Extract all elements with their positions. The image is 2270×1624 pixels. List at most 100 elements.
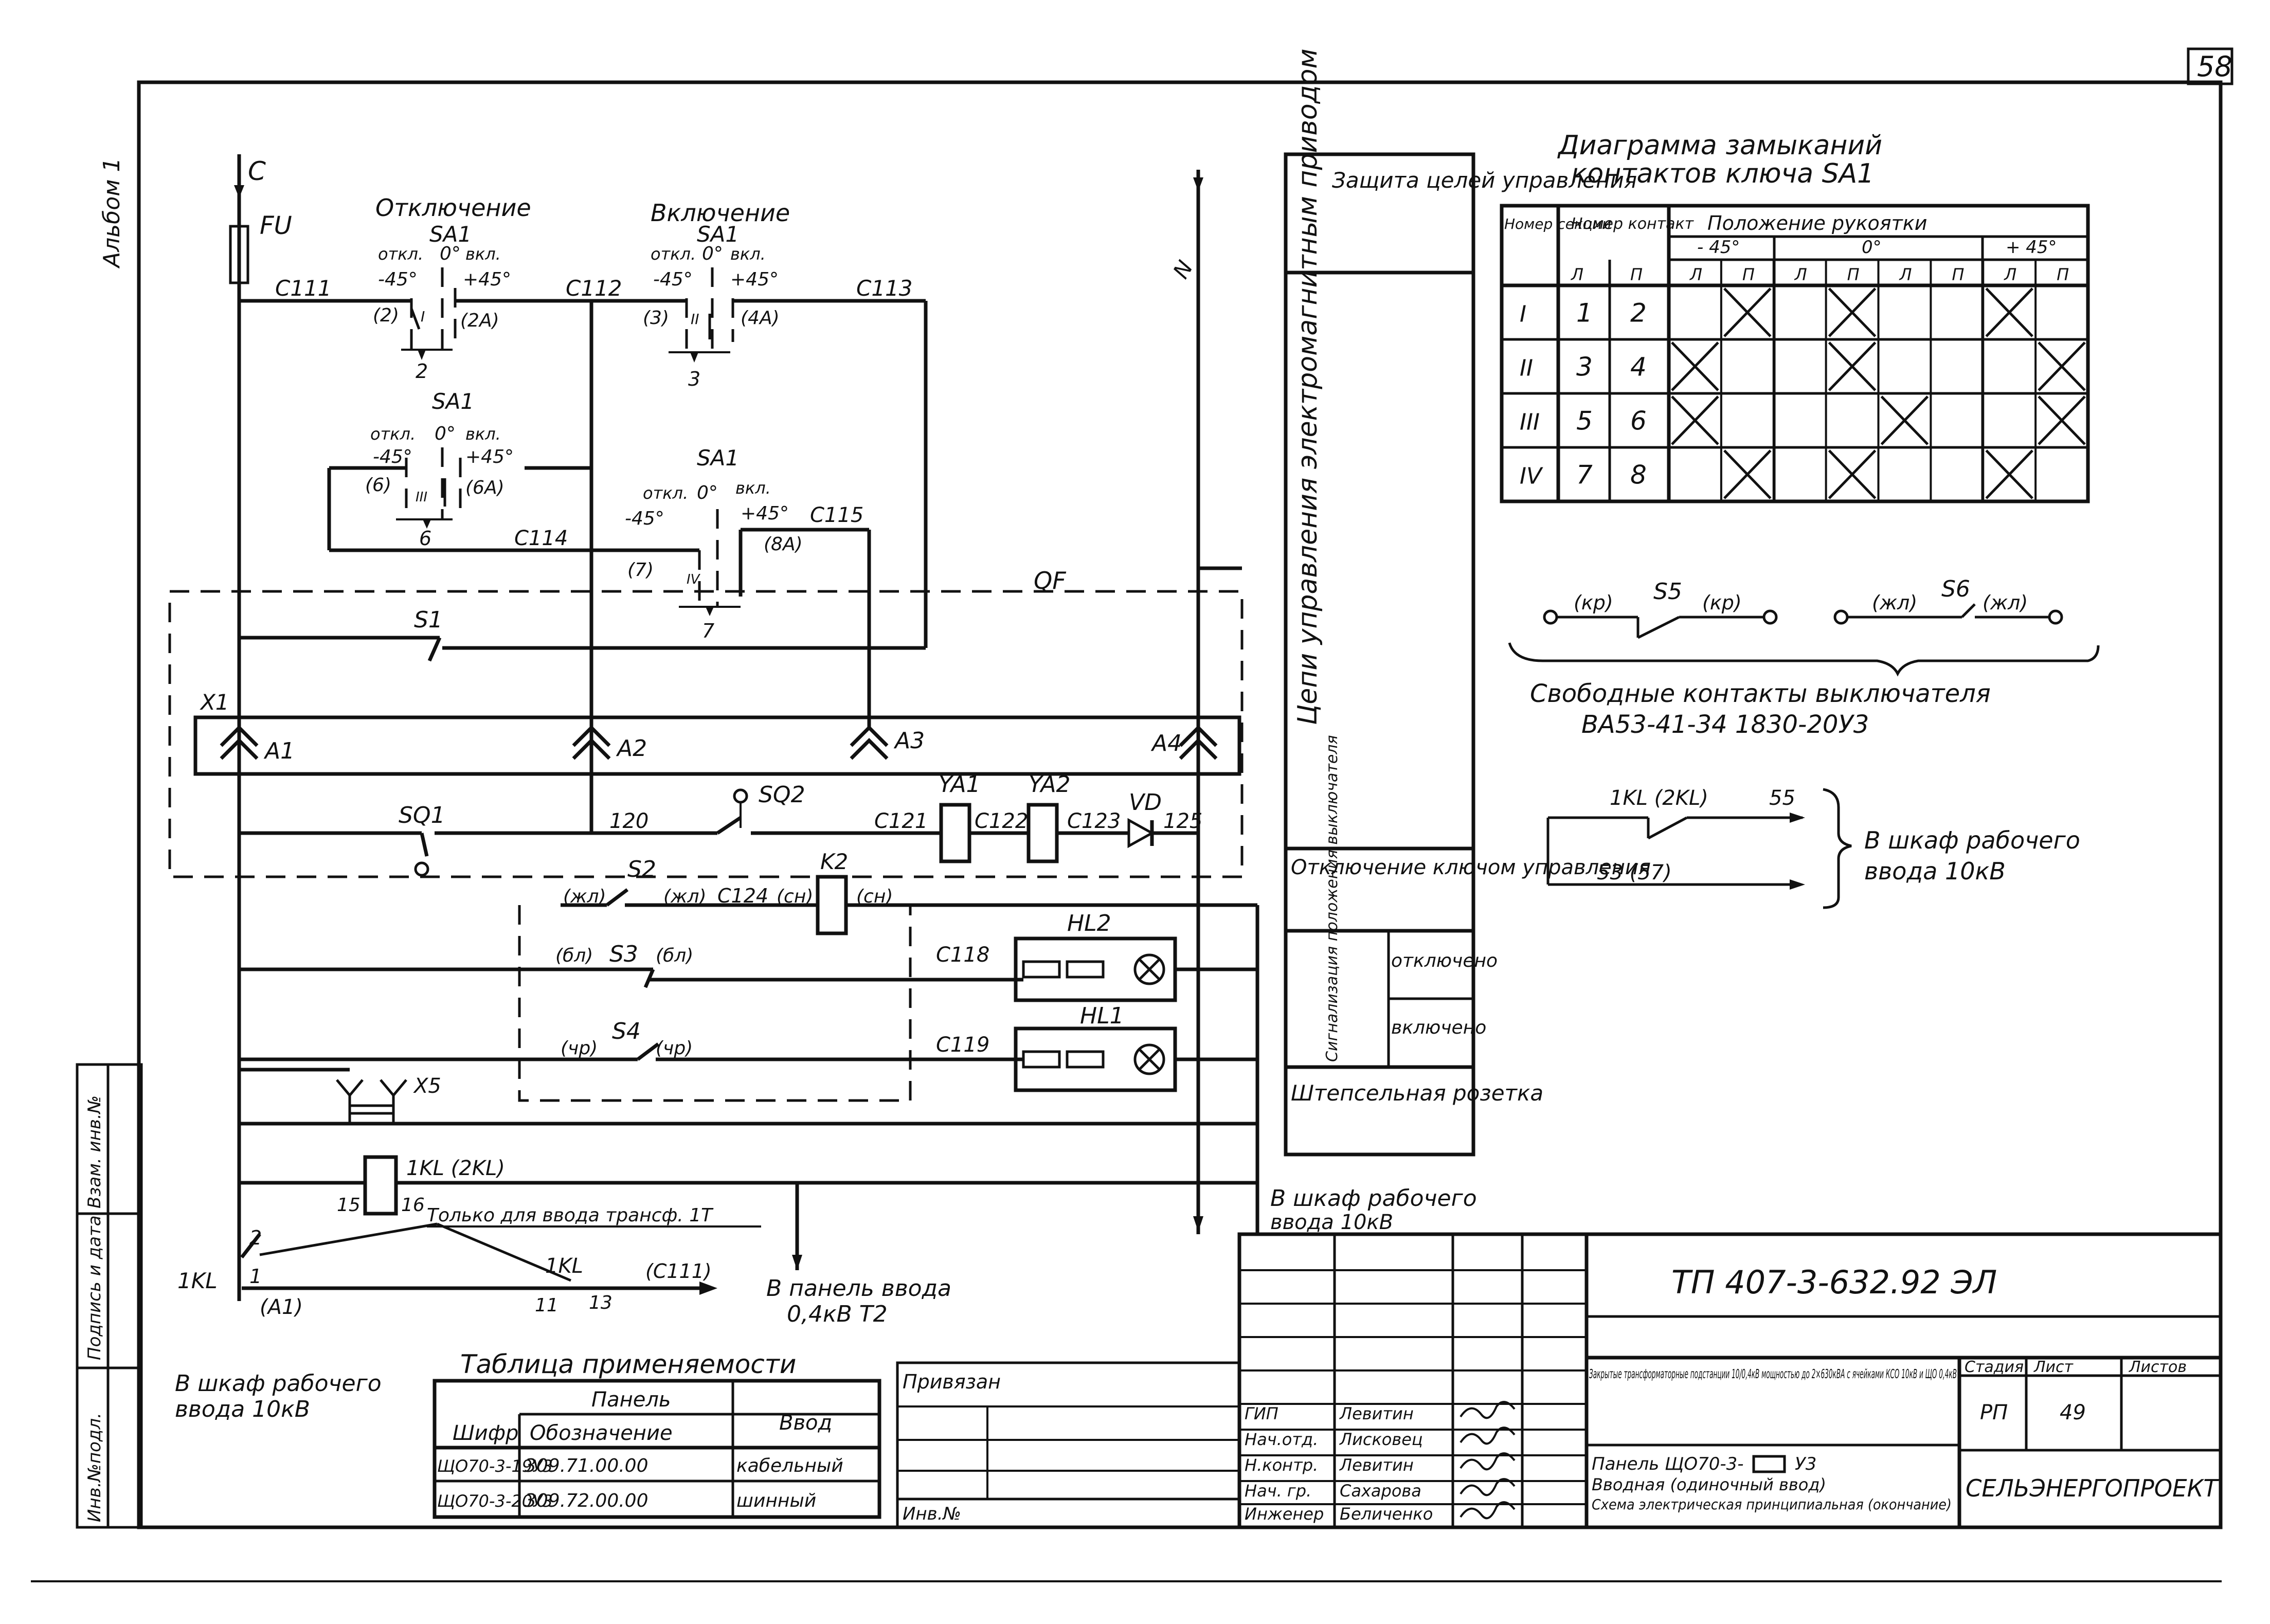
svg-text:+45°: +45° [730,269,779,290]
svg-text:SA1: SA1 [432,389,474,414]
svg-text:(жл): (жл) [563,886,606,907]
svg-text:1KL: 1KL [545,1254,583,1278]
svg-text:125: 125 [1163,809,1202,833]
svg-text:А2: А2 [616,735,647,762]
stage-value: РП [1980,1401,2008,1424]
svg-text:11: 11 [535,1295,559,1316]
svg-text:Схема электрическая принципиал: Схема электрическая принципиальная (окон… [1592,1496,1952,1513]
contact-l: 5 [1576,406,1593,436]
svg-text:X1: X1 [200,690,229,715]
svg-text:(кр): (кр) [1702,591,1742,614]
svg-text:ввода 10кВ: ввода 10кВ [1270,1211,1393,1234]
closed-contact-mark [1985,287,2033,337]
qf-dashed-enclosure: QF [168,566,1244,878]
svg-text:Обозначение: Обозначение [530,1421,673,1445]
svg-text:120: 120 [609,809,648,833]
staff-name: Сахарова [1340,1481,1421,1501]
signature-icon [1460,1401,1516,1419]
svg-text:55: 55 [1769,786,1795,810]
closed-contact-mark [1828,341,1877,391]
svg-text:(жл): (жл) [663,886,707,907]
section-number: IV [1520,463,1543,490]
signature-icon [1460,1452,1516,1471]
svg-text:(2А): (2А) [460,310,499,331]
svg-text:(6А): (6А) [465,477,505,498]
svg-text:(сн): (сн) [856,886,893,907]
purpose-off: отключено [1391,950,1498,971]
svg-text:+45°: +45° [465,446,514,467]
s1-label: S1 [414,607,443,633]
svg-text:0°: 0° [702,243,723,264]
svg-text:С114: С114 [514,527,568,550]
svg-text:-45°: -45° [378,269,418,290]
svg-text:Лист: Лист [2033,1358,2074,1376]
heading-off: Отключение [375,194,531,222]
svg-text:(6): (6) [365,475,391,496]
svg-text:- 45°: - 45° [1697,237,1740,258]
svg-text:ВА53-41-34 1830-20У3: ВА53-41-34 1830-20У3 [1581,710,1869,739]
free-contacts: (кр) S5 (кр) (жл) S6 (жл) Свободные конт… [1508,576,2100,739]
svg-text:С124: С124 [717,885,768,907]
purpose-on: включено [1391,1017,1486,1038]
diode-icon [1127,818,1155,849]
svg-text:Листов: Листов [2129,1358,2187,1376]
panel-description: Панель ЩО70-3- [1592,1454,1744,1474]
svg-text:1: 1 [249,1265,262,1288]
svg-text:У3: У3 [1795,1454,1816,1474]
stamp-sign-date: Подпись и дата [84,1215,105,1360]
svg-text:вкл.: вкл. [465,244,501,264]
contact-diagram-title: Диаграмма замыканий [1557,130,1882,161]
closed-contact-mark [1880,395,1929,445]
svg-text:6: 6 [419,527,431,550]
svg-text:ввода 10кВ: ввода 10кВ [175,1396,310,1422]
svg-text:С121: С121 [874,809,928,833]
svg-text:А1: А1 [263,738,295,764]
to-cabinet-dest: В шкаф рабочего [1864,826,2080,854]
purpose-key-off: Отключение ключом управления [1291,856,1651,879]
socket-x5-icon [336,1079,364,1124]
applicability-title: Таблица применяемости [460,1349,796,1379]
svg-text:309.71.00.00: 309.71.00.00 [525,1455,648,1476]
svg-text:+ 45°: + 45° [2006,237,2057,258]
schematic: C FU N С111 С112 С113 Отключение SA1 отк… [168,154,1477,1422]
binding-box: Привязан Инв.№ [896,1361,1241,1529]
label-c113: С113 [856,276,913,301]
svg-text:С122: С122 [975,809,1028,833]
svg-text:2: 2 [249,1226,262,1249]
svg-text:Ввод: Ввод [779,1411,832,1435]
staff-name: Беличенко [1340,1504,1433,1524]
svg-text:YA1: YA1 [939,771,981,798]
plug-a1-icon [220,725,259,760]
svg-text:(сн): (сн) [777,886,813,907]
project-description: Закрытые трансформаторные подстанции 10/… [1589,1366,1957,1381]
to-panel-label: В панель ввода [766,1275,951,1302]
column-sub-label: П [1952,265,1964,284]
column-sub-label: Л [1899,265,1912,284]
svg-text:вкл.: вкл. [735,478,771,498]
svg-text:откл.: откл. [643,483,688,503]
svg-text:А4: А4 [1150,730,1182,756]
svg-text:(кр): (кр) [1574,591,1613,614]
lamp-hl2-icon [1133,953,1165,985]
lamp-hl1-icon [1133,1043,1165,1075]
svg-text:1KL: 1KL [177,1268,218,1293]
svg-text:(бл): (бл) [555,945,593,966]
closed-contact-mark [1828,287,1877,337]
sheet-value: 49 [2060,1401,2086,1424]
svg-text:VD: VD [1129,789,1162,816]
svg-text:0°: 0° [435,423,456,444]
svg-text:53 (57): 53 (57) [1597,861,1672,885]
kl-coil [363,1155,398,1216]
svg-text:I: I [421,308,425,325]
svg-text:(чр): (чр) [561,1038,598,1059]
signature-icon [1460,1478,1516,1496]
staff-name: Левитин [1339,1404,1414,1423]
plug-a3-icon [850,725,889,760]
contact-l: 1 [1576,298,1593,328]
contact-l: 7 [1576,460,1593,490]
svg-text:Вводная (одиночный ввод): Вводная (одиночный ввод) [1592,1475,1826,1494]
qf-label: QF [1034,567,1066,594]
closed-contact-mark [1828,449,1877,499]
section-number: II [1520,355,1533,382]
page-number: 58 [2197,50,2232,83]
